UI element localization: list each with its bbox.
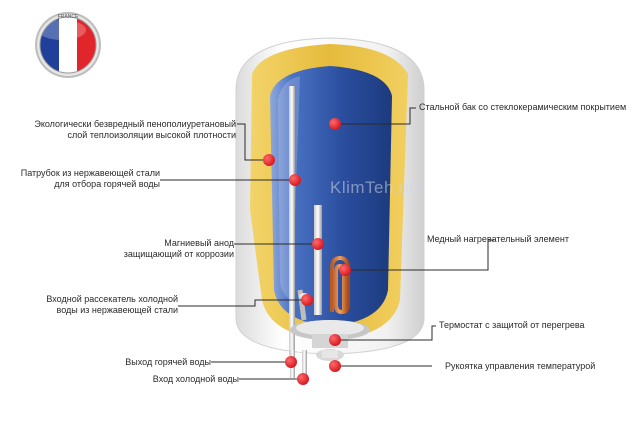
label-knob: Рукоятка управления температурой [445, 361, 596, 371]
dot-insulation [263, 154, 275, 166]
label-tank: Стальной бак со стеклокерамическим покры… [419, 102, 627, 112]
dot-anode [312, 238, 324, 250]
badge-country-text: FRANCE [58, 14, 79, 20]
label-cold-in: Вход холодной воды [152, 374, 239, 384]
dot-hot-out [285, 356, 297, 368]
dot-cold-spreader [301, 294, 313, 306]
label-heater: Медный нагревательный элемент [427, 234, 569, 244]
dot-heater [339, 264, 351, 276]
thermostat-flange [290, 320, 370, 348]
label-hot-pipe: Патрубок из нержавеющей стали для отбора… [20, 168, 160, 189]
label-cold-spreader: Входной рассекатель холодной воды из нер… [46, 294, 178, 315]
leader-heater [345, 239, 494, 271]
label-anode: Магниевый анод защищающий от коррозии [123, 238, 234, 259]
flag-white-stripe [59, 17, 77, 73]
leader-cold-spreader [178, 299, 307, 307]
dot-tank [329, 118, 341, 130]
dot-knob [329, 360, 341, 372]
flag-red-stripe [77, 17, 96, 73]
label-hot-out: Выход горячей воды [125, 357, 211, 367]
leader-tank [335, 107, 416, 125]
temperature-knob [316, 349, 344, 361]
leader-lines [160, 107, 494, 380]
france-badge: FRANCE [35, 12, 101, 78]
label-insulation: Экологически безвредный пенополиуретанов… [34, 119, 236, 140]
magnesium-anode [314, 205, 322, 315]
dot-hot-pipe [289, 174, 301, 186]
dot-thermostat [329, 334, 341, 346]
callout-dots [263, 118, 351, 385]
leader-insulation [237, 123, 269, 161]
label-thermostat: Термостат с защитой от перегрева [439, 320, 585, 330]
watermark-text: KlimTeh.ua [330, 178, 420, 197]
copper-heating-element [330, 255, 350, 315]
dot-cold-in [297, 373, 309, 385]
leader-thermostat [335, 325, 436, 341]
flag-blue-stripe [40, 17, 59, 73]
hot-water-pipe [289, 86, 295, 356]
